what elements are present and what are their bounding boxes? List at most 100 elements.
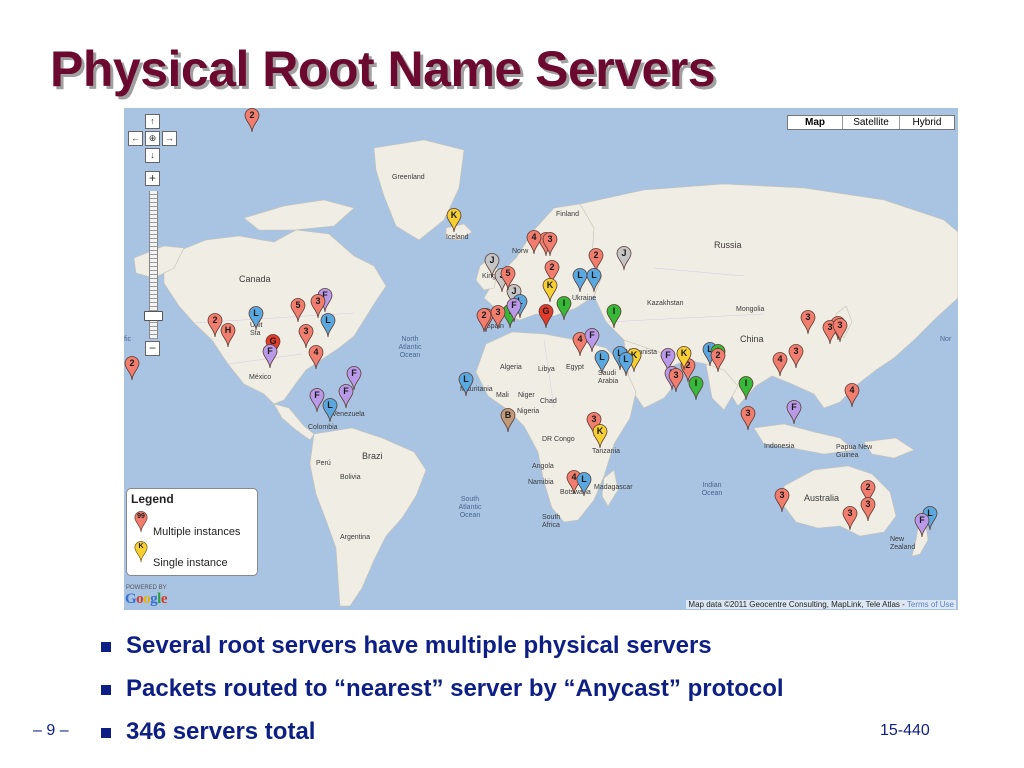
server-marker[interactable]: J: [616, 246, 632, 271]
server-marker[interactable]: L: [572, 268, 588, 293]
server-marker[interactable]: L: [320, 313, 336, 338]
server-marker-label: J: [621, 248, 627, 258]
server-marker[interactable]: 2: [544, 260, 560, 285]
server-marker-label: 2: [715, 350, 721, 360]
server-marker[interactable]: L: [618, 352, 634, 377]
place-new-zealand: New Zealand: [890, 536, 916, 551]
server-marker[interactable]: 4: [844, 383, 860, 408]
course-number: 15-440: [880, 722, 930, 739]
server-marker[interactable]: L: [576, 472, 592, 497]
attribution-text: Map data ©2011 Geocentre Consulting, Map…: [688, 600, 905, 609]
server-marker[interactable]: 3: [774, 488, 790, 513]
zoom-slider-track[interactable]: [149, 191, 158, 339]
server-marker[interactable]: F: [262, 344, 278, 369]
world-map[interactable]: Map Satellite Hybrid ↑ ← ⊕ → ↓ + − Green…: [124, 108, 958, 610]
server-marker[interactable]: 3: [800, 310, 816, 335]
server-marker[interactable]: 3: [298, 324, 314, 349]
place-papua-new-guinea: Papua New Guinea: [836, 444, 873, 459]
server-marker[interactable]: K: [676, 346, 692, 371]
server-marker[interactable]: F: [309, 388, 325, 413]
server-marker-label: K: [630, 350, 638, 360]
pan-right-button[interactable]: →: [162, 131, 177, 146]
server-marker[interactable]: 5: [290, 298, 306, 323]
server-marker[interactable]: F: [338, 384, 354, 409]
server-marker-label: L: [325, 315, 331, 325]
server-marker[interactable]: F: [914, 513, 930, 538]
pan-center-button[interactable]: ⊕: [145, 131, 160, 146]
server-marker[interactable]: 3: [860, 497, 876, 522]
server-marker-label: L: [327, 400, 333, 410]
server-marker-label: L: [577, 270, 583, 280]
server-marker[interactable]: G: [538, 304, 554, 329]
server-marker[interactable]: F: [786, 400, 802, 425]
server-marker[interactable]: K: [592, 424, 608, 449]
server-marker[interactable]: H: [220, 323, 236, 348]
server-marker[interactable]: 4: [308, 345, 324, 370]
server-marker[interactable]: 2: [710, 348, 726, 373]
server-marker[interactable]: 3: [788, 344, 804, 369]
server-marker-label: F: [919, 515, 925, 525]
server-marker-label: 3: [805, 312, 811, 322]
server-marker-label: B: [504, 410, 512, 420]
server-marker[interactable]: F: [506, 298, 522, 323]
zoom-in-button[interactable]: +: [145, 171, 160, 186]
slide-title: Physical Root Name Servers: [50, 41, 716, 97]
server-marker[interactable]: J: [484, 253, 500, 278]
map-type-satellite-button[interactable]: Satellite: [842, 116, 899, 129]
server-marker-label: 4: [571, 472, 577, 482]
map-type-map-button[interactable]: Map: [788, 116, 842, 129]
place-libya: Libya: [538, 366, 555, 373]
legend-multiple-marker: 99: [134, 511, 148, 533]
map-type-hybrid-button[interactable]: Hybrid: [899, 116, 954, 129]
server-marker[interactable]: 2: [588, 248, 604, 273]
server-marker[interactable]: F: [660, 348, 676, 373]
server-marker[interactable]: 4: [526, 230, 542, 255]
pan-up-button[interactable]: ↑: [145, 114, 160, 129]
server-marker[interactable]: L: [594, 350, 610, 375]
server-marker[interactable]: 5: [500, 266, 516, 291]
server-marker[interactable]: 2: [207, 313, 223, 338]
terms-of-use-link[interactable]: Terms of Use: [906, 600, 954, 609]
server-marker-label: 4: [313, 347, 319, 357]
zoom-out-button[interactable]: −: [145, 341, 160, 356]
server-marker[interactable]: 3: [542, 232, 558, 257]
server-marker[interactable]: B: [500, 408, 516, 433]
server-marker[interactable]: I: [556, 296, 572, 321]
server-marker-label: 3: [591, 414, 597, 424]
server-marker[interactable]: L: [458, 372, 474, 397]
server-marker[interactable]: 2: [124, 356, 140, 381]
place-madagascar: Madagascar: [594, 484, 633, 491]
server-marker[interactable]: K: [446, 208, 462, 233]
server-marker-label: F: [314, 390, 320, 400]
zoom-slider-handle[interactable]: [144, 311, 163, 321]
server-marker[interactable]: 4: [572, 332, 588, 357]
server-marker-label: 2: [593, 250, 599, 260]
server-marker[interactable]: L: [586, 268, 602, 293]
server-marker-label: 2: [865, 482, 871, 492]
server-marker[interactable]: 2: [244, 108, 260, 133]
place-south-africa: South Africa: [542, 514, 561, 529]
server-marker[interactable]: L: [248, 306, 264, 331]
server-marker[interactable]: 3: [310, 294, 326, 319]
server-marker[interactable]: 3: [740, 406, 756, 431]
server-marker[interactable]: 2: [860, 480, 876, 505]
server-marker[interactable]: 3: [586, 412, 602, 437]
server-marker[interactable]: I: [738, 376, 754, 401]
server-marker[interactable]: 4: [772, 352, 788, 377]
server-marker[interactable]: L: [322, 398, 338, 423]
google-logo[interactable]: Google: [125, 591, 168, 607]
server-marker[interactable]: I: [606, 304, 622, 329]
pan-left-button[interactable]: ←: [128, 131, 143, 146]
place-australia: Australia: [804, 493, 840, 503]
server-marker[interactable]: I: [688, 376, 704, 401]
pan-down-button[interactable]: ↓: [145, 148, 160, 163]
server-marker[interactable]: 3: [668, 368, 684, 393]
server-marker[interactable]: F: [584, 328, 600, 353]
server-marker[interactable]: 3: [832, 318, 848, 343]
server-marker[interactable]: 3: [490, 305, 506, 330]
server-marker[interactable]: K: [542, 278, 558, 303]
server-marker[interactable]: 2: [476, 308, 492, 333]
server-marker[interactable]: 3: [842, 506, 858, 531]
server-marker[interactable]: F: [346, 366, 362, 391]
place-united-kingdom: Kingd: [482, 273, 500, 280]
